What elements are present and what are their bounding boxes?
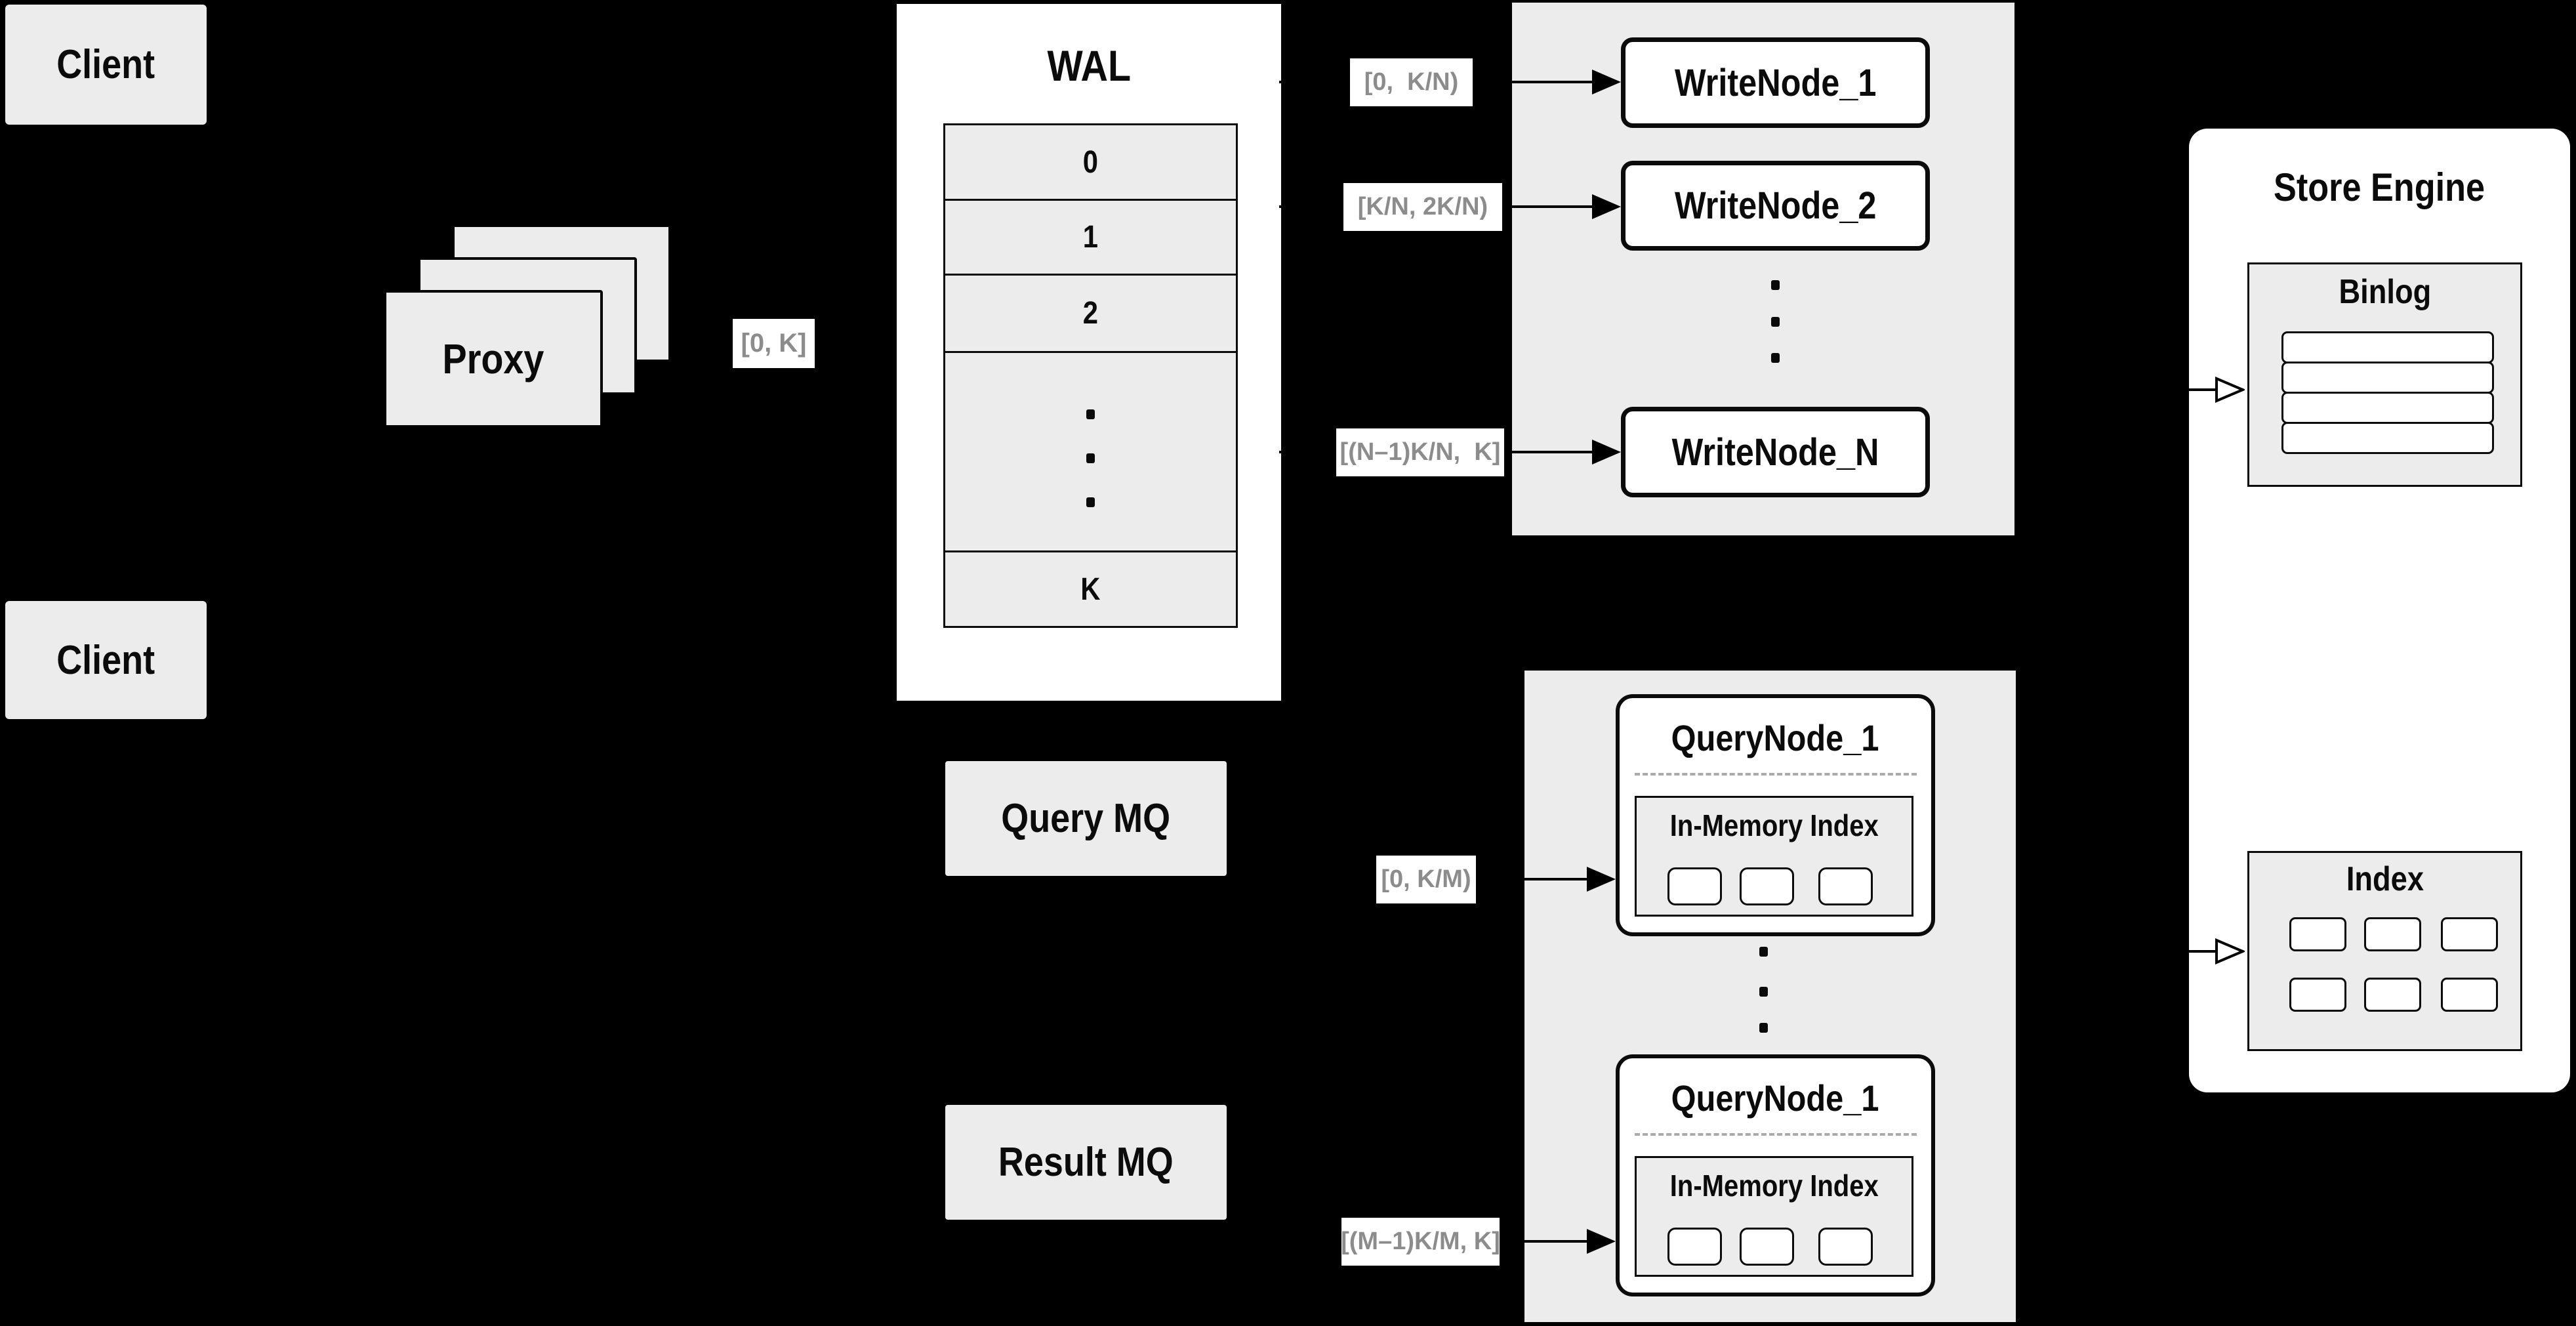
binlog-row	[2281, 422, 2494, 454]
open-arrow-line-index	[2189, 950, 2218, 953]
proxy-range-badge: [0, K]	[733, 319, 815, 368]
segment-box	[1818, 1228, 1873, 1266]
query-node-2-separator	[1635, 1133, 1917, 1136]
query-node-1-inmemory-title: In-Memory Index	[1669, 808, 1879, 842]
index-cell	[2364, 917, 2421, 951]
open-arrow-line-binlog	[2189, 388, 2218, 391]
wal-ellipsis-dot	[1086, 453, 1095, 463]
client-box-bottom: Client	[5, 601, 207, 719]
query-ellipsis-dot	[1759, 987, 1768, 997]
segment-box	[1740, 1228, 1794, 1266]
write-ellipsis-dot	[1771, 317, 1780, 327]
query-ellipsis-dot	[1759, 947, 1768, 957]
store-engine-title: Store Engine	[2274, 165, 2485, 209]
segment-box	[1818, 867, 1873, 905]
binlog-row	[2281, 392, 2494, 424]
wal-row-1: 1	[943, 199, 1238, 276]
write-range-badge-3: [(N–1)K/N, K]	[1336, 428, 1504, 476]
write-range-badge-2: [K/N, 2K/N)	[1343, 183, 1502, 231]
query-node-1-separator	[1635, 773, 1917, 776]
wal-row-2: 2	[943, 274, 1238, 353]
index-cell	[2289, 978, 2346, 1012]
index-cell	[2364, 978, 2421, 1012]
query-mq-box: Query MQ	[945, 761, 1227, 876]
query-node-1-title: QueryNode_1	[1671, 716, 1879, 758]
query-range-badge-1: [0, K/M)	[1376, 856, 1476, 903]
segment-box	[1667, 867, 1722, 905]
write-range-badge-1: [0, K/N)	[1350, 58, 1473, 106]
wal-title: WAL	[1047, 41, 1131, 90]
segment-box	[1740, 867, 1794, 905]
wal-ellipsis-dot	[1086, 409, 1095, 419]
client-box-top: Client	[5, 5, 207, 125]
segment-box	[1667, 1228, 1722, 1266]
query-range-badge-2: [(M–1)K/M, K]	[1341, 1218, 1500, 1266]
wal-row-0: 0	[943, 123, 1238, 201]
query-ellipsis-dot	[1759, 1023, 1768, 1033]
result-mq-box: Result MQ	[945, 1105, 1227, 1220]
proxy-label: Proxy	[442, 335, 544, 383]
query-node-2-inmemory-title: In-Memory Index	[1669, 1169, 1879, 1203]
index-cell	[2289, 917, 2346, 951]
client-label: Client	[56, 637, 155, 683]
index-title: Index	[2346, 860, 2424, 898]
wal-row-k: K	[943, 550, 1238, 628]
binlog-row	[2281, 331, 2494, 363]
open-arrowhead-index	[2215, 938, 2245, 964]
write-ellipsis-dot	[1771, 353, 1780, 363]
open-arrowhead-binlog	[2215, 377, 2245, 403]
write-node-n: WriteNode_N	[1621, 407, 1930, 497]
arrowhead-writenode1	[1592, 70, 1621, 94]
client-label: Client	[56, 42, 155, 87]
query-node-2-title: QueryNode_1	[1671, 1077, 1879, 1119]
arrowhead-writenoden	[1592, 440, 1621, 465]
write-ellipsis-dot	[1771, 280, 1780, 290]
arrowhead-writenode2	[1592, 194, 1621, 219]
index-cell	[2441, 917, 2498, 951]
binlog-row	[2281, 362, 2494, 394]
write-node-2: WriteNode_2	[1621, 161, 1930, 251]
wal-ellipsis-dot	[1086, 497, 1095, 507]
index-cell	[2441, 978, 2498, 1012]
wal-row-ellipsis	[943, 351, 1238, 552]
write-node-1: WriteNode_1	[1621, 37, 1930, 128]
arrowhead-querynode2	[1587, 1229, 1616, 1254]
binlog-title: Binlog	[2339, 273, 2431, 311]
proxy-box: Proxy	[384, 290, 603, 428]
arrowhead-querynode1	[1587, 867, 1616, 892]
